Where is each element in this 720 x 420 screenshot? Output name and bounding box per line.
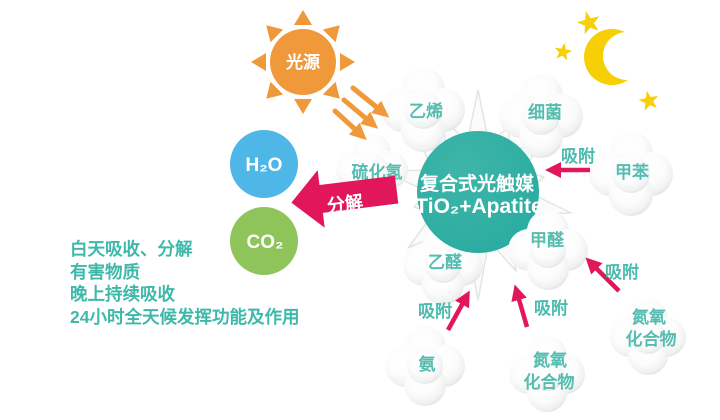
co2-label: CO₂ <box>247 232 284 253</box>
molecule-cluster-bacteria: 细菌 <box>499 74 583 158</box>
decompose-arrow: 分解 <box>291 170 399 228</box>
molecule-cluster-ammonia: 氨 <box>385 326 465 406</box>
nox-bottom-label-line1: 氮氧 <box>533 350 567 370</box>
nox-right-label-line2: 化合物 <box>626 329 677 349</box>
nox-right-label-line1: 氮氧 <box>632 307 666 327</box>
sunlight-arrows-icon <box>332 85 390 141</box>
adsorb-arrow-nox-bottom: 吸附 <box>511 284 568 328</box>
caption-line-4: 24小时全天候发挥功能及作用 <box>70 307 299 327</box>
adsorb-arrow-ammonia: 吸附 <box>418 290 470 332</box>
toluene-label: 甲苯 <box>615 162 649 182</box>
bacteria-label: 细菌 <box>528 102 562 122</box>
formaldehyde-label: 甲醛 <box>530 230 565 250</box>
star-icon <box>576 11 600 35</box>
molecule-cluster-ethylene: 乙烯 <box>381 68 465 152</box>
sun-rays-icon <box>251 10 355 114</box>
adsorb-label-nox-right: 吸附 <box>605 262 639 282</box>
adsorb-label-nox-bottom: 吸附 <box>534 298 568 318</box>
co2-circle: CO₂ <box>230 207 298 275</box>
nox-bottom-label-line2: 化合物 <box>524 372 575 392</box>
catalyst-circle: 复合式光触媒 TiO₂+Apatite <box>415 131 543 253</box>
adsorb-arrow-toluene: 吸附 <box>545 146 595 178</box>
caption-line-2: 有害物质 <box>70 262 140 282</box>
star-icon <box>638 90 659 111</box>
molecule-cluster-formaldehyde: 甲醛 <box>508 210 588 290</box>
catalyst-formula: TiO₂+Apatite <box>415 195 542 218</box>
sun-label: 光源 <box>285 52 320 72</box>
moon-icon <box>584 29 651 85</box>
adsorb-label-ammonia: 吸附 <box>418 301 452 321</box>
acetaldehyde-label: 乙醛 <box>428 252 463 272</box>
star-icon <box>554 42 573 61</box>
molecule-cluster-hydrogen-sulfide: 硫化氢 <box>336 134 408 206</box>
adsorb-arrow-nox-right: 吸附 <box>585 257 639 293</box>
caption-block: 白天吸收、分解 有害物质 晚上持续吸收 24小时全天候发挥功能及作用 <box>70 239 299 327</box>
caption-line-3: 晚上持续吸收 <box>70 284 175 304</box>
ammonia-label: 氨 <box>419 354 436 374</box>
molecule-cluster-toluene: 甲苯 <box>589 132 673 216</box>
sun: 光源 <box>251 10 355 114</box>
catalyst-name: 复合式光触媒 <box>419 172 535 195</box>
water-circle: H₂O <box>230 130 298 198</box>
molecule-cluster-nox-bottom: 氮氧 化合物 <box>509 336 585 412</box>
water-label: H₂O <box>246 155 283 176</box>
decompose-label: 分解 <box>326 191 364 216</box>
molecule-cluster-nox-right: 氮氧 化合物 <box>610 299 686 375</box>
caption-line-1: 白天吸收、分解 <box>70 239 193 259</box>
adsorb-label-toluene: 吸附 <box>561 146 595 166</box>
ethylene-label: 乙烯 <box>409 101 443 121</box>
